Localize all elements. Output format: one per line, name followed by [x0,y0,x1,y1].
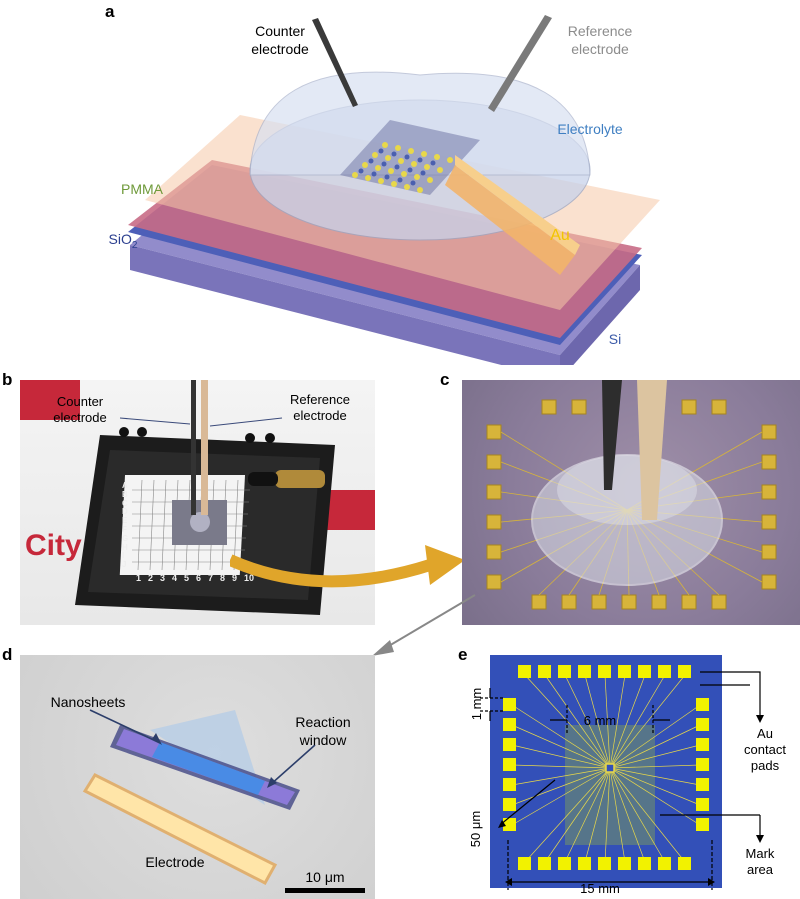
grid-letter: B [122,489,128,499]
counter-electrode-probe [312,18,358,107]
c-to-d-arrow [372,594,476,656]
pmma-label: PMMA [121,181,163,197]
si-label: Si [608,331,622,347]
grid-number: 1 [136,573,142,583]
grid-number: 3 [160,573,166,583]
reaction-window-label-line1: Reaction [295,714,351,730]
panel-e-letter: e [458,645,468,664]
grid-letter: J [122,560,127,570]
electrolyte-label: Electrolyte [557,121,623,137]
au-electrode-top [455,155,580,255]
reference-electrode-label-b-line2: electrode [293,408,347,423]
counter-electrode-label-b: Counter electrode [40,394,120,426]
panel-c-photo [462,380,800,625]
au-contact-pads-line1: Au [757,726,773,741]
au-contact-pads-line3: pads [750,758,780,773]
sio2-label-sub: 2 [131,239,138,251]
scale-bar [285,888,365,893]
panel-a-letter: a [105,2,115,21]
reference-electrode-label-b-line1: Reference [290,392,350,407]
mark-area-rect [565,725,655,845]
scale-bar-label: 10 μm [305,869,345,885]
droplet-photo [531,454,723,586]
reference-electrode-probe [488,15,552,112]
b-to-c-arrow [230,545,465,588]
au-contact-pads-label: Au contact pads [735,726,795,774]
grid-letter: G [122,533,129,543]
grid-letters: A B C D E F G H I J [122,481,132,570]
reference-electrode-label-a-line2: electrode [571,41,629,57]
atom-lattice [352,142,453,193]
grid-number: 10 [244,573,255,583]
grid-letter: A [122,481,128,490]
electrode-label-d: Electrode [145,854,205,870]
atom-lattice-blue [358,148,436,186]
grid-number: 2 [148,573,154,583]
counter-electrode-label-b-line1: Counter [56,394,104,409]
grid-number: 8 [220,573,226,583]
panel-d-letter: d [2,645,13,664]
panel-b-letter: b [2,370,13,389]
grid-letter: D [122,507,128,517]
panel-e-chip-diagram [480,655,764,890]
panel-c-letter: c [440,370,450,389]
counter-electrode-label-b-line2: electrode [53,410,107,425]
grid-letter: C [122,498,128,508]
grid-letter: E [122,516,128,526]
grid-letter: I [122,551,125,561]
nanosheets-label: Nanosheets [50,694,126,710]
dim-50um-label: 50 μm [468,810,483,848]
electrode-bar [82,773,278,885]
sio2-label: SiO2 [98,230,148,255]
mark-area-label: Mark area [735,846,785,878]
grid-number: 5 [184,573,190,583]
panel-d-photo-art [82,709,365,893]
grid-number: 9 [232,573,238,583]
grid-letter: F [122,524,127,534]
reaction-window-label: Reaction window [288,713,358,749]
grid-number: 6 [196,573,202,583]
panel-d-photo: Nanosheets Reaction window Electrode 10 … [20,655,375,899]
reference-electrode-label-b: Reference electrode [275,392,365,424]
svg-text:City: City [25,529,82,562]
panel-c-photo-art [486,380,777,610]
counter-electrode-label-a: Counter electrode [240,22,320,58]
grid-number: 4 [172,573,178,583]
si-substrate-side [130,245,560,365]
reaction-window-label-line2: window [299,732,347,748]
reference-electrode-label-a: Reference electrode [555,22,645,58]
mark-area-line2: area [746,862,774,877]
dim-6mm-label: 6 mm [583,713,617,728]
si-substrate-right [560,265,640,365]
counter-electrode-label-a-line2: electrode [251,41,309,57]
grid-number: 7 [208,573,214,583]
grid-letter: H [122,542,128,552]
contact-pads [503,665,709,870]
electrolyte-dome [249,71,591,176]
au-contact-pads-line2: contact [744,742,786,757]
center-window [605,763,615,773]
counter-electrode-label-a-line1: Counter [255,23,305,39]
reference-electrode-label-a-line1: Reference [567,23,633,39]
sio2-label-main: SiO [108,231,132,247]
au-label: Au [550,227,570,244]
au-electrode-bar [445,165,575,275]
mark-area-line1: Mark [745,846,775,861]
panel-a-device-illustration [128,15,660,365]
dim-1mm-label: 1 mm [469,687,484,721]
dim-15mm-label: 15 mm [580,881,620,896]
